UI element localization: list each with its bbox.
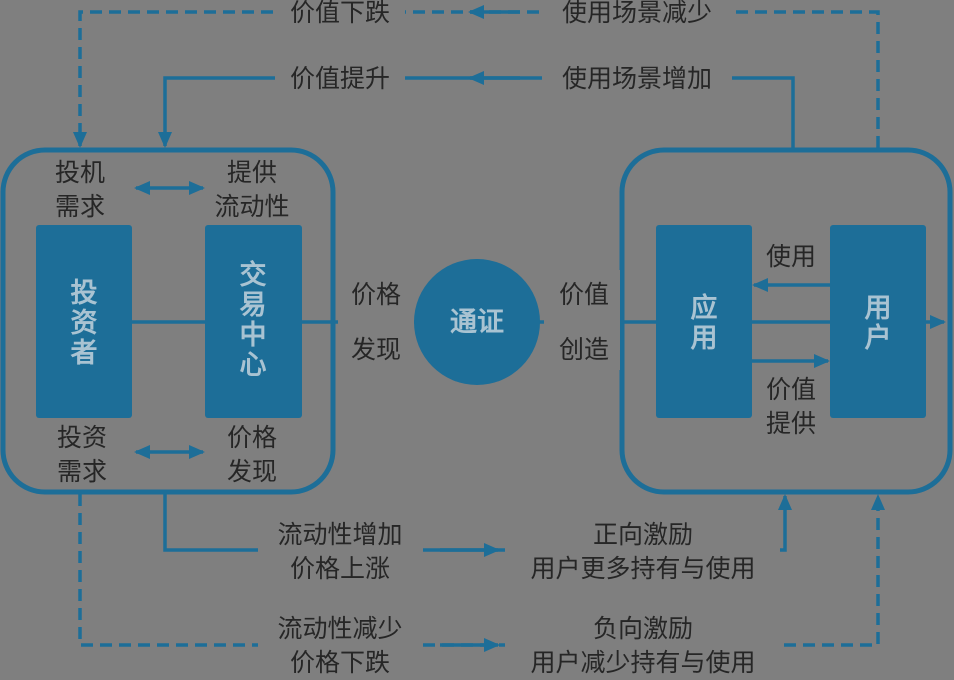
- scenario-decrease-label: 使用场景减少: [562, 0, 712, 27]
- user-text: 用: [865, 293, 892, 324]
- use-label: 使用: [766, 242, 816, 271]
- liquidity-increase-label: 流动性增加: [277, 520, 402, 549]
- investment-label: 需求: [57, 457, 107, 486]
- investor-text: 者: [71, 338, 98, 369]
- user-box: [830, 225, 926, 418]
- exchange-box: [205, 225, 302, 418]
- provide-label: 提供: [766, 409, 816, 438]
- token-circle: [414, 259, 540, 385]
- price-discovery-label: 发现: [227, 457, 277, 486]
- investor-box: [36, 225, 132, 418]
- exchange-text: 中: [240, 320, 267, 351]
- scenario-increase-label: 使用场景增加: [562, 64, 712, 93]
- negative-incentive-label: 用户减少持有与使用: [530, 648, 755, 677]
- exchange-text: 心: [240, 350, 267, 381]
- liquidity-label: 流动性: [214, 192, 289, 221]
- creation-label: 创造: [559, 335, 609, 364]
- price-discovery-label: 价格: [227, 423, 277, 452]
- value-drop-label: 价值下跌: [290, 0, 390, 27]
- liquidity-decrease-label: 价格下跌: [290, 648, 390, 677]
- value-rise-label: 价值提升: [290, 64, 390, 93]
- application-box: [656, 225, 752, 418]
- investment-label: 投资: [57, 423, 107, 452]
- positive-incentive-label: 正向激励: [593, 520, 693, 549]
- investor-text: 资: [71, 308, 98, 339]
- negative-incentive-label: 负向激励: [593, 614, 693, 643]
- discovery-label: 发现: [351, 335, 401, 364]
- application-text: 用: [691, 323, 718, 354]
- provide-label: 价值: [766, 375, 816, 404]
- speculation-label: 需求: [55, 192, 105, 221]
- speculation-label: 投机: [55, 158, 105, 187]
- price-label: 价格: [351, 280, 401, 309]
- value-drop-loop: [73, 10, 880, 148]
- token-text: 通证: [450, 307, 504, 338]
- positive-incentive-label: 用户更多持有与使用: [530, 554, 755, 583]
- exchange-text: 易: [240, 290, 267, 321]
- investor-text: 投: [71, 278, 98, 309]
- liquidity-increase-label: 价格上涨: [290, 554, 390, 583]
- value-label: 价值: [559, 280, 609, 309]
- liquidity-decrease-label: 流动性减少: [277, 614, 402, 643]
- user-text: 户: [865, 322, 892, 354]
- application-text: 应: [691, 292, 718, 324]
- liquidity-label: 提供: [227, 158, 277, 187]
- exchange-text: 交: [240, 259, 267, 291]
